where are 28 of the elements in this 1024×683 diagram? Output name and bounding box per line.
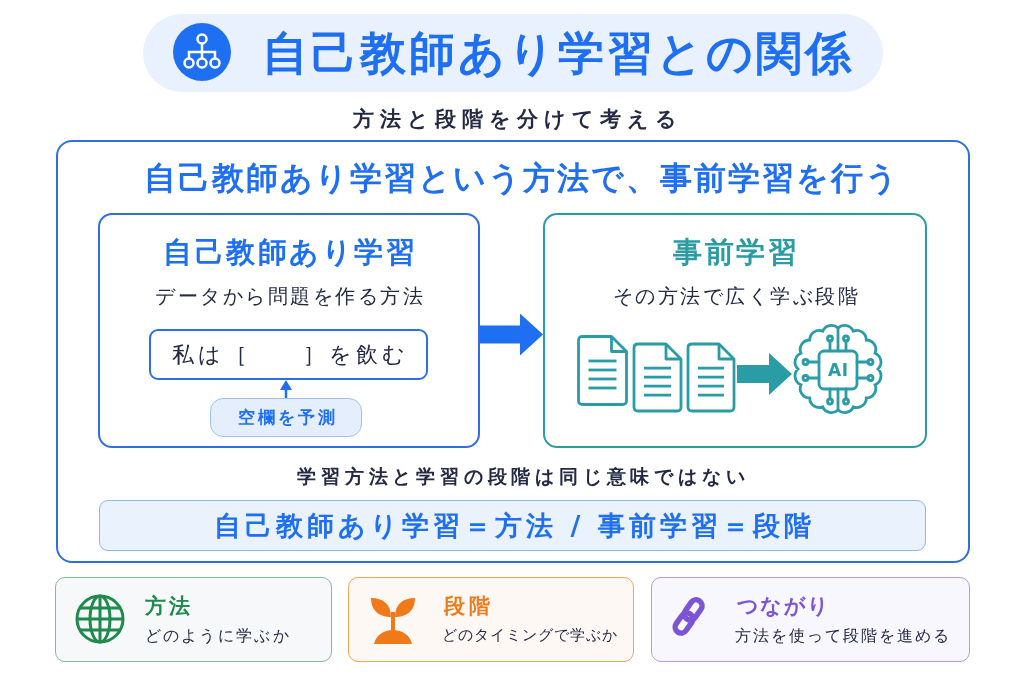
content-panel — [56, 140, 970, 563]
card-heading: 段階 — [443, 592, 494, 619]
card-description: どのように学ぶか — [144, 625, 291, 646]
card-heading: 方法 — [144, 592, 194, 619]
chip-label: AI — [827, 359, 849, 381]
panel-heading: 自己教師あり学習 — [162, 234, 418, 270]
summary-banner: 自己教師あり学習＝方法 / 事前学習＝段階 — [99, 500, 926, 551]
info-card — [55, 577, 332, 662]
example-sentence: 私は［ ］を飲む — [149, 329, 428, 380]
subtitle: 方法と段階を分けて考える — [352, 106, 683, 132]
prediction-tag: 空欄を予測 — [210, 398, 362, 437]
title-text: 自己教師あり学習との関係 — [262, 25, 854, 81]
method-panel — [98, 213, 480, 448]
panel-subtitle: データから問題を作る方法 — [154, 283, 426, 309]
documents-icon — [577, 335, 737, 413]
info-card — [348, 577, 634, 662]
card-heading: つながり — [736, 592, 831, 619]
arrow — [280, 380, 292, 398]
card-description: どのタイミングで学ぶか — [441, 626, 618, 645]
panel-heading: 事前学習 — [672, 234, 800, 270]
stage-panel — [543, 213, 927, 448]
block-arrow — [480, 313, 543, 356]
block-arrow — [737, 353, 792, 395]
panel-heading: 自己教師あり学習という方法で、事前学習を行う — [143, 158, 900, 198]
info-card — [651, 577, 970, 662]
note-text: 学習方法と学習の段階は同じ意味ではない — [296, 464, 750, 488]
panel-subtitle: その方法で広く学ぶ段階 — [611, 283, 860, 309]
card-description: 方法を使って段階を進める — [734, 625, 951, 646]
